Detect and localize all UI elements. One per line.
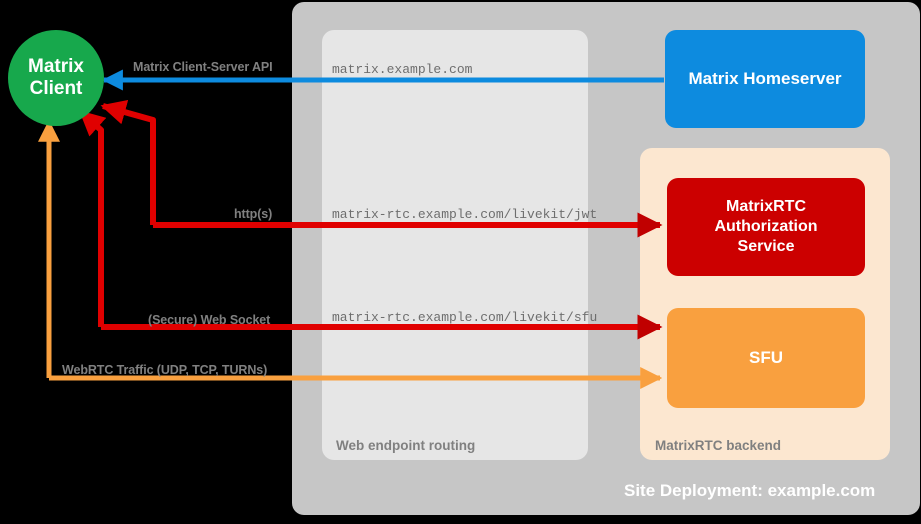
endpoint-livekit-jwt: matrix-rtc.example.com/livekit/jwt: [332, 207, 598, 222]
zone-caption-site-deployment: Site Deployment: example.com: [624, 481, 876, 500]
node-matrix-homeserver-label: Matrix Homeserver: [688, 69, 842, 89]
node-sfu-label: SFU: [749, 348, 783, 368]
connection-secure-web-socket-return: [78, 109, 107, 327]
zone-caption-matrixrtc-backend: MatrixRTC backend: [655, 438, 782, 453]
zone-caption-web-endpoint-routing: Web endpoint routing: [336, 438, 476, 453]
connection-label-secure-web-socket: (Secure) Web Socket: [148, 313, 271, 327]
connection-http-s-return: [100, 99, 156, 225]
connection-label-matrix-client-server-api: Matrix Client-Server API: [133, 60, 273, 74]
endpoint-matrix-example-com: matrix.example.com: [332, 62, 473, 77]
endpoint-livekit-sfu: matrix-rtc.example.com/livekit/sfu: [332, 310, 598, 325]
connection-label-webrtc-traffic: WebRTC Traffic (UDP, TCP, TURNs): [62, 363, 268, 377]
node-matrix-homeserver[interactable]: Matrix Homeserver: [665, 30, 865, 128]
connection-label-http-s: http(s): [234, 207, 273, 221]
zone-web-endpoint-routing: [322, 30, 588, 460]
node-sfu[interactable]: SFU: [667, 308, 865, 408]
